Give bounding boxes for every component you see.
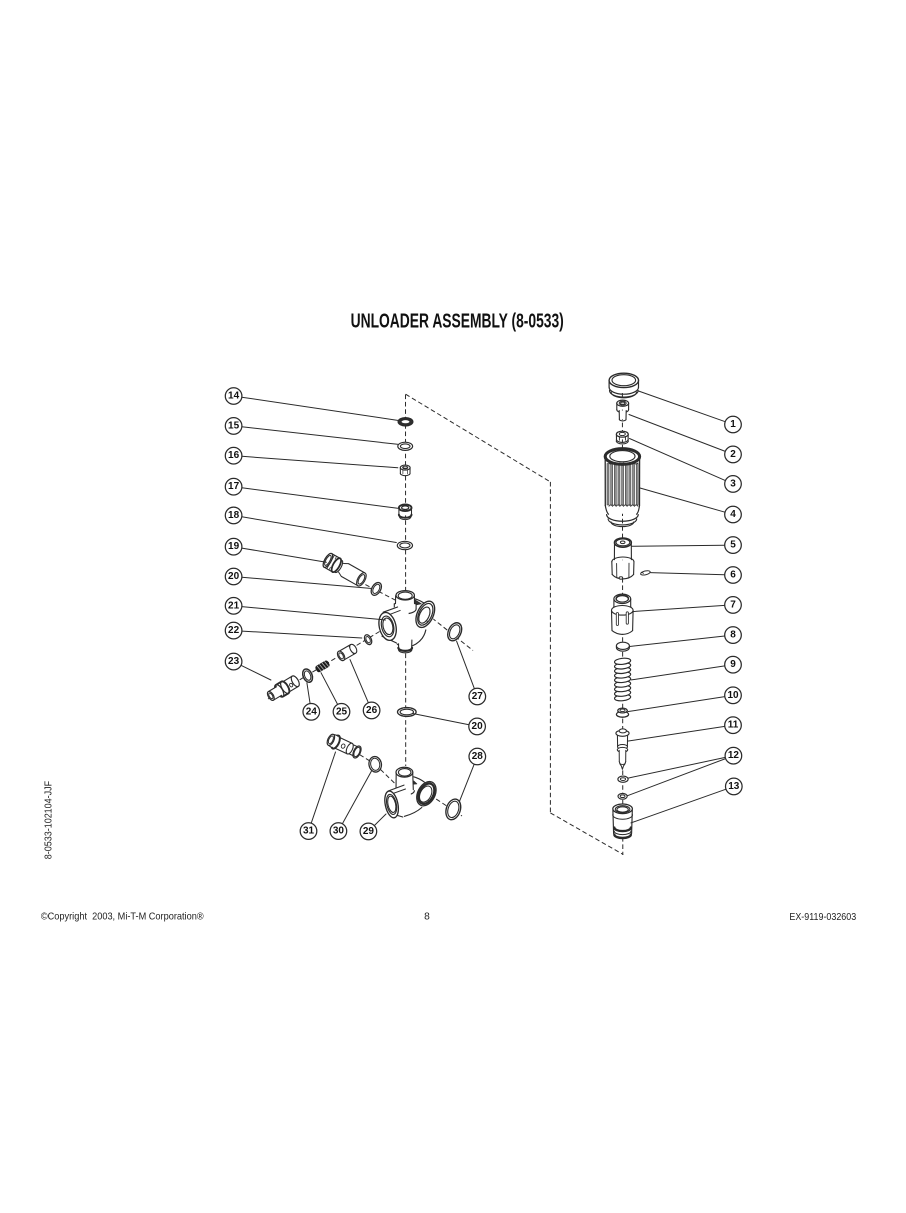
svg-text:12: 12 — [728, 750, 740, 761]
svg-text:20: 20 — [472, 721, 484, 732]
svg-text:29: 29 — [363, 826, 375, 837]
svg-text:26: 26 — [366, 705, 378, 716]
svg-text:17: 17 — [228, 481, 240, 492]
svg-text:6: 6 — [730, 570, 736, 581]
svg-text:4: 4 — [730, 509, 736, 520]
svg-text:13: 13 — [728, 781, 740, 792]
svg-text:23: 23 — [228, 656, 240, 667]
svg-text:8: 8 — [424, 912, 430, 923]
svg-text:24: 24 — [306, 706, 318, 717]
svg-text:8: 8 — [730, 630, 736, 641]
svg-text:5: 5 — [730, 540, 736, 551]
svg-text:30: 30 — [333, 826, 345, 837]
svg-text:19: 19 — [228, 541, 240, 552]
svg-text:3: 3 — [730, 478, 736, 489]
svg-text:25: 25 — [336, 706, 348, 717]
svg-text:©Copyright 2003, Mi-T-M Corpo: ©Copyright 2003, Mi-T-M Corporation® — [41, 912, 204, 923]
svg-text:21: 21 — [228, 600, 240, 611]
svg-text:18: 18 — [228, 510, 240, 521]
svg-text:27: 27 — [472, 691, 484, 702]
svg-text:8-0533-102104-JJF: 8-0533-102104-JJF — [44, 781, 55, 859]
svg-text:14: 14 — [228, 391, 240, 402]
svg-text:28: 28 — [472, 751, 484, 762]
svg-text:15: 15 — [228, 420, 240, 431]
svg-text:11: 11 — [728, 720, 739, 731]
svg-text:7: 7 — [730, 599, 736, 610]
svg-text:UNLOADER ASSEMBLY (8-0533): UNLOADER ASSEMBLY (8-0533) — [351, 310, 564, 332]
svg-text:20: 20 — [228, 571, 240, 582]
svg-text:16: 16 — [228, 450, 240, 461]
svg-text:EX-9119-032603: EX-9119-032603 — [789, 912, 856, 923]
svg-text:1: 1 — [730, 419, 736, 430]
svg-text:22: 22 — [228, 625, 240, 636]
svg-text:10: 10 — [727, 690, 739, 701]
svg-text:31: 31 — [303, 826, 315, 837]
svg-text:2: 2 — [730, 449, 736, 460]
svg-text:9: 9 — [730, 659, 736, 670]
